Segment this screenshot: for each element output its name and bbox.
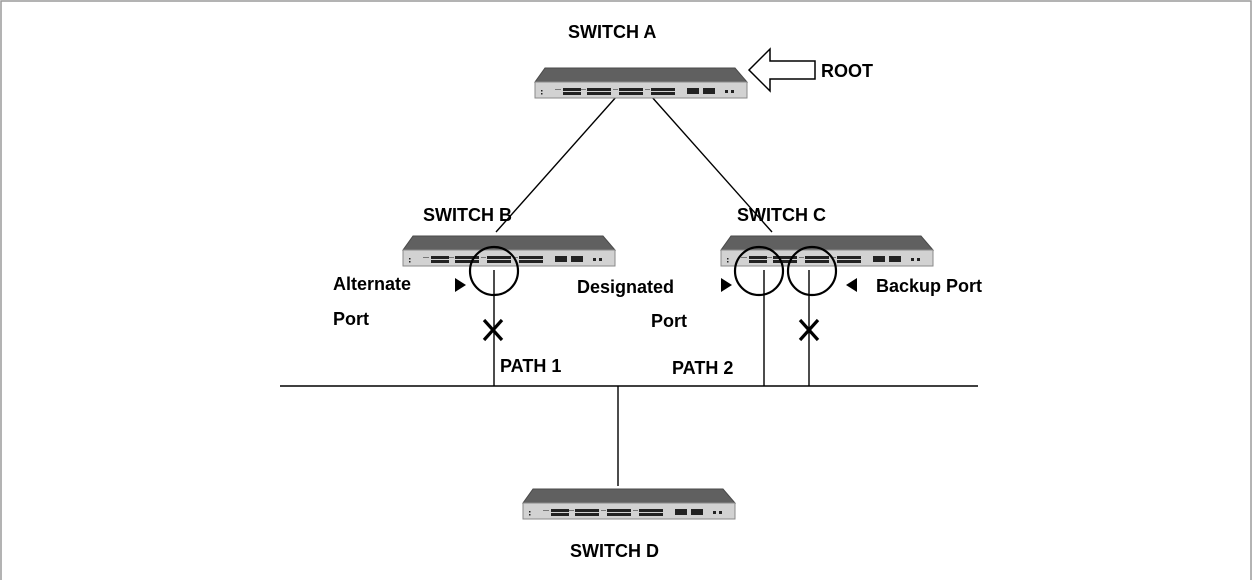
blocked-x-backup-icon — [798, 318, 820, 342]
link-a-c — [650, 95, 773, 233]
alternate-port-label-line1: Alternate — [333, 274, 412, 294]
designated-pointer-icon — [721, 278, 732, 292]
backup-port-label: Backup Port — [876, 276, 983, 296]
blocked-x-path1-icon — [482, 318, 504, 342]
path-2-label: PATH 2 — [672, 358, 734, 378]
switch-d-device — [522, 488, 736, 520]
root-label: ROOT — [821, 61, 873, 81]
alternate-port-label-line2: Port — [333, 309, 369, 329]
link-a-b — [495, 95, 618, 233]
backup-pointer-icon — [846, 278, 857, 292]
root-arrow-icon — [747, 47, 816, 93]
path-1-label: PATH 1 — [500, 356, 562, 376]
switch-a-label: SWITCH A — [568, 22, 657, 42]
switch-d-label: SWITCH D — [570, 541, 659, 561]
switch-b-label: SWITCH B — [423, 205, 512, 225]
switch-a-device — [534, 67, 748, 99]
designated-port-circle — [733, 245, 785, 297]
alternate-pointer-icon — [455, 278, 466, 292]
switch-c-label: SWITCH C — [737, 205, 826, 225]
designated-port-label-line1: Designated — [577, 277, 675, 297]
backup-port-circle — [786, 245, 838, 297]
alternate-port-circle — [468, 245, 520, 297]
designated-port-label-line2: Port — [651, 311, 687, 331]
